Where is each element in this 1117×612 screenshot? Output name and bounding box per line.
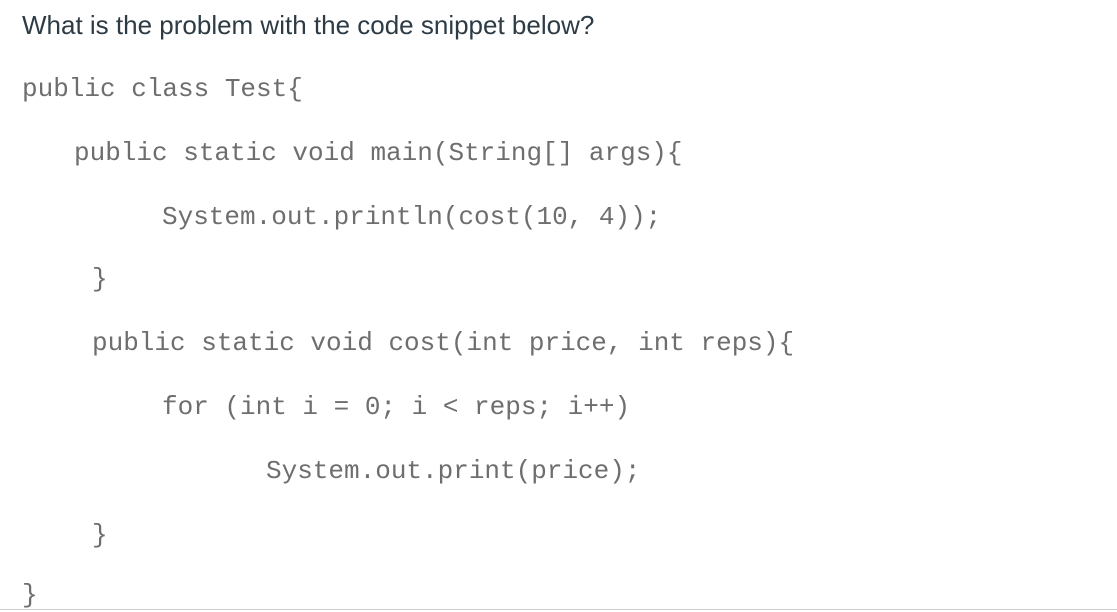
code-line-5: public static void cost(int price, int r…: [92, 328, 795, 358]
question-prompt: What is the problem with the code snippe…: [22, 10, 595, 40]
code-line-8: }: [92, 520, 108, 550]
code-line-6: for (int i = 0; i < reps; i++): [162, 392, 631, 422]
bottom-divider: [0, 609, 1117, 610]
code-line-9: }: [22, 580, 38, 610]
code-line-1: public class Test{: [22, 74, 303, 104]
code-line-3: System.out.println(cost(10, 4));: [162, 202, 662, 232]
code-line-4: }: [92, 264, 108, 294]
code-line-2: public static void main(String[] args){: [74, 138, 683, 168]
code-line-7: System.out.print(price);: [266, 456, 641, 486]
